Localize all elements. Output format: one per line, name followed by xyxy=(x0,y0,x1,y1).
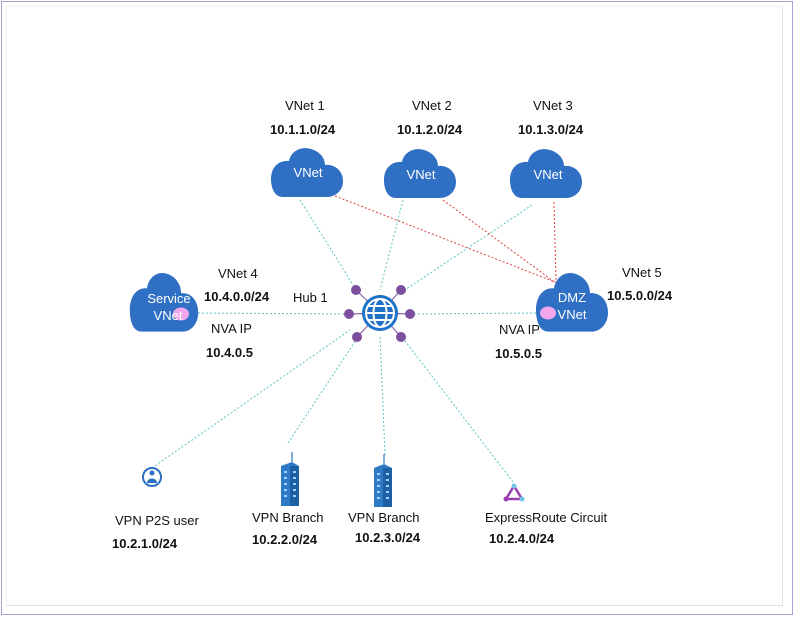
branch-er-label: ExpressRoute Circuit xyxy=(485,510,608,525)
link-branch2-hub xyxy=(379,335,386,456)
vnet5-nva-dot xyxy=(540,306,556,320)
link-branch1-hub xyxy=(287,336,359,444)
vnet5-nva-label: NVA IP xyxy=(499,322,540,337)
vnet5-cloud-text-line2: VNet xyxy=(557,307,587,322)
vnet4-nva-dot xyxy=(173,307,189,321)
dmz-links xyxy=(334,195,561,287)
branch-p2s-label: VPN P2S user xyxy=(115,513,199,528)
link-vnet5-hub xyxy=(409,312,541,315)
vnet3-cidr: 10.1.3.0/24 xyxy=(518,122,584,137)
vnet1-cloud-text: VNet xyxy=(293,165,323,180)
branch-vpn2-label: VPN Branch xyxy=(348,510,420,525)
vnet4-cloud-text-line2: VNet xyxy=(153,308,183,323)
vnet2-cloud-text: VNet xyxy=(406,167,436,182)
hub-links xyxy=(151,199,541,483)
link-vnet4-hub xyxy=(189,312,351,315)
link-er-hub xyxy=(401,336,514,483)
branch-er-cidr: 10.2.4.0/24 xyxy=(489,531,555,546)
vnet1-name: VNet 1 xyxy=(285,98,325,113)
branch-vpn1-label: VPN Branch xyxy=(252,510,324,525)
link-vnet2-dmz xyxy=(442,199,561,287)
link-vnet1-hub xyxy=(299,199,356,289)
branch-vpn1-cidr: 10.2.2.0/24 xyxy=(252,532,318,547)
branch-p2s-cidr: 10.2.1.0/24 xyxy=(112,536,178,551)
hub-icon xyxy=(344,285,415,342)
building-icon xyxy=(374,454,392,507)
vnet4-nva-ip: 10.4.0.5 xyxy=(206,345,253,360)
vnet5-name: VNet 5 xyxy=(622,265,662,280)
vnet5-cloud-text-line1: DMZ xyxy=(557,290,587,305)
vpn-user-icon xyxy=(142,467,162,487)
branch-vpn2-cidr: 10.2.3.0/24 xyxy=(355,530,421,545)
link-vnet3-hub xyxy=(401,204,533,293)
vnet3-name: VNet 3 xyxy=(533,98,573,113)
link-vnet3-dmz xyxy=(553,201,557,283)
link-vnet2-hub xyxy=(379,199,404,291)
diagram-canvas-border xyxy=(6,6,783,606)
vnet4-cloud-text-line1: Service xyxy=(147,291,191,306)
link-vnet1-dmz xyxy=(334,195,561,285)
link-p2s-hub xyxy=(151,329,351,469)
building-icon xyxy=(281,452,299,506)
expressroute-icon xyxy=(503,483,525,502)
vnet1-cidr: 10.1.1.0/24 xyxy=(270,122,336,137)
vnet4-cidr: 10.4.0.0/24 xyxy=(204,289,270,304)
vnet2-name: VNet 2 xyxy=(412,98,452,113)
vnet5-nva-ip: 10.5.0.5 xyxy=(495,346,542,361)
vnet3-cloud-text: VNet xyxy=(533,167,563,182)
vnet4-nva-label: NVA IP xyxy=(211,321,252,336)
vnet4-name: VNet 4 xyxy=(218,266,258,281)
globe-icon xyxy=(362,295,398,331)
vnet5-cidr: 10.5.0.0/24 xyxy=(607,288,673,303)
vnet2-cidr: 10.1.2.0/24 xyxy=(397,122,463,137)
hub-label: Hub 1 xyxy=(293,290,328,305)
